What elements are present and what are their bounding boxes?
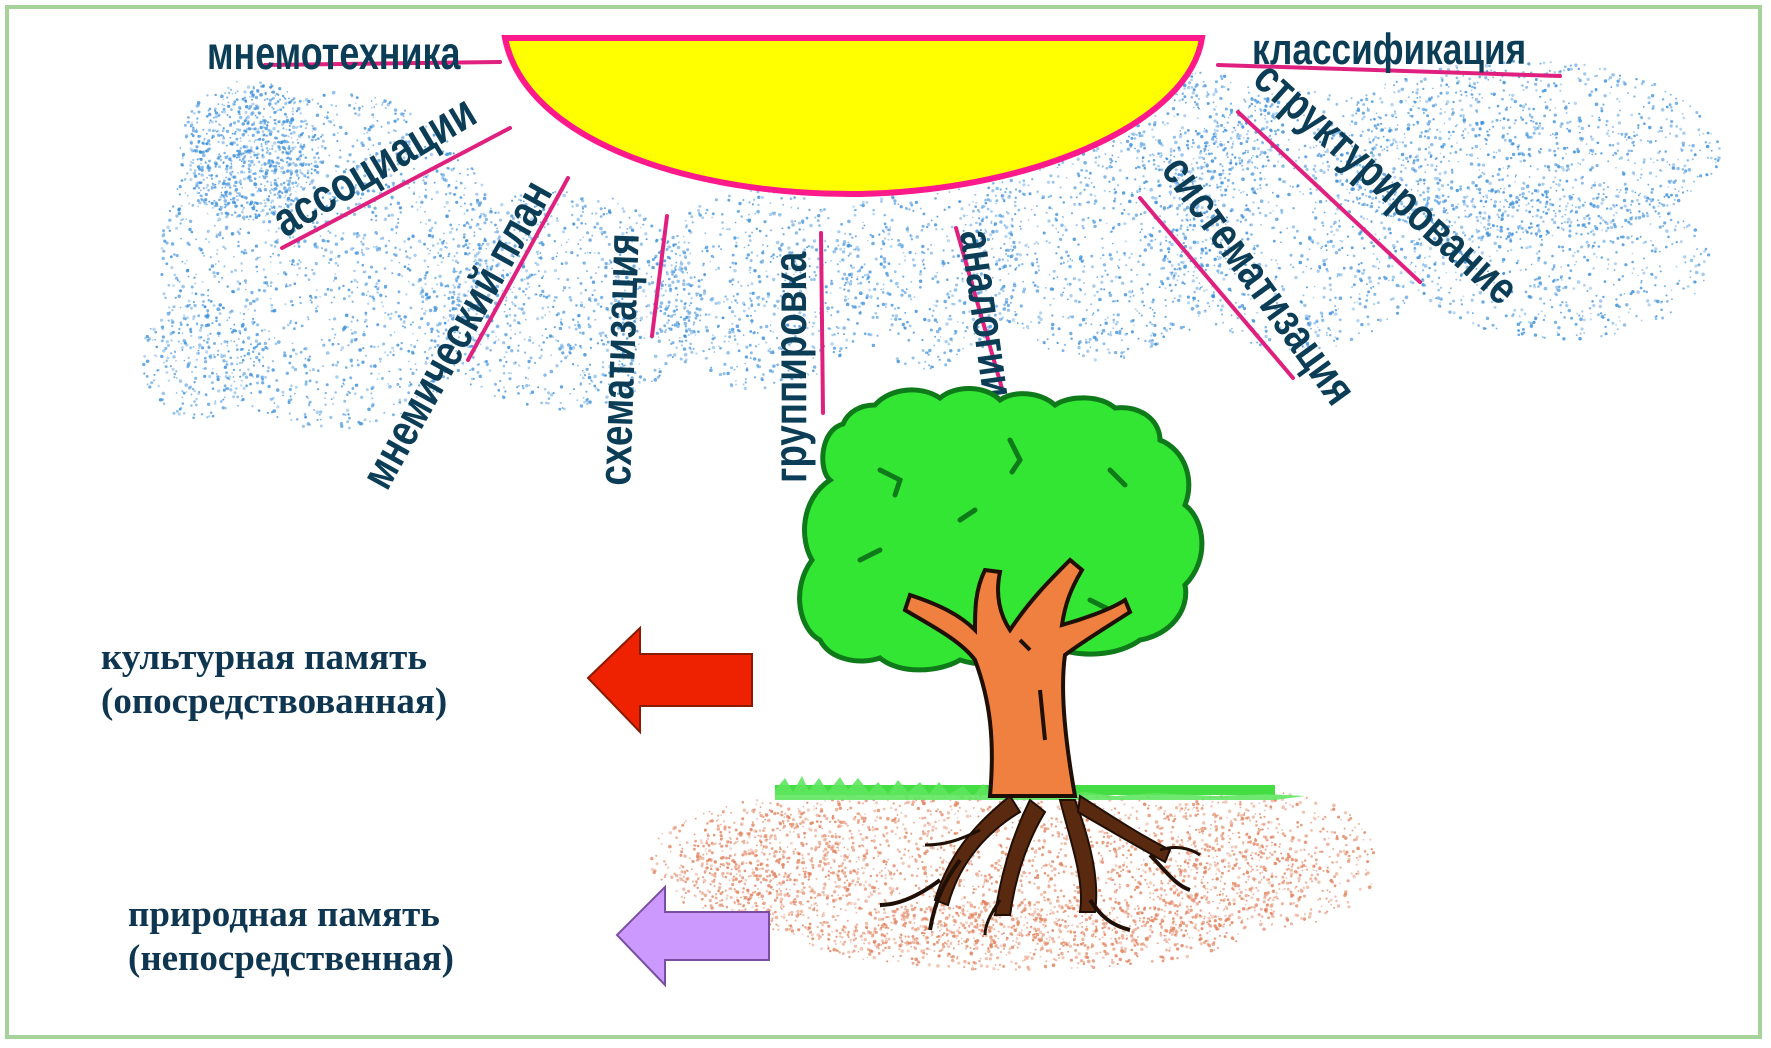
label-gruppirovka: группировка	[764, 251, 816, 483]
sun-rays	[263, 60, 1562, 415]
ray-analogii	[954, 226, 1005, 394]
soil-ground	[650, 783, 1376, 972]
natural-memory-label: природная память (непосредственная)	[128, 893, 454, 981]
ray-gruppirovka	[819, 231, 825, 415]
natural-memory-arrow	[615, 884, 770, 988]
cultural-memory-line2: (опосредствованная)	[101, 681, 448, 722]
ray-assotsiatsii	[280, 126, 512, 250]
label-skhematizatsiya: схематизация	[588, 232, 649, 486]
cultural-memory-label: культурная память (опосредствованная)	[101, 636, 447, 724]
ray-skhematizatsiya	[650, 214, 669, 338]
tree-crown	[797, 386, 1205, 673]
label-analogii: аналогии	[950, 226, 1025, 401]
cultural-memory-arrow	[586, 625, 753, 735]
ray-strukturirovanie	[1236, 110, 1422, 284]
trunk-details	[1018, 638, 1047, 741]
natural-memory-line1: природная память	[128, 894, 440, 935]
label-mnemotechnika: мнемотехника	[207, 28, 461, 79]
tree-trunk	[902, 557, 1133, 798]
label-klassifikatsiya: классификация	[1252, 25, 1526, 74]
ray-klassifikatsiya	[1216, 63, 1562, 78]
label-mnemicheskiy-plan: мнемический план	[350, 172, 562, 497]
sun-half-circle	[501, 35, 1206, 198]
cultural-memory-line1: культурная память	[101, 637, 427, 678]
ray-mnemotechnika	[263, 60, 502, 67]
tree-roots	[879, 794, 1201, 936]
ray-sistematizatsiya	[1138, 196, 1295, 380]
natural-memory-line2: (непосредственная)	[128, 938, 455, 979]
ray-mnemicheskiy-plan	[466, 176, 570, 362]
